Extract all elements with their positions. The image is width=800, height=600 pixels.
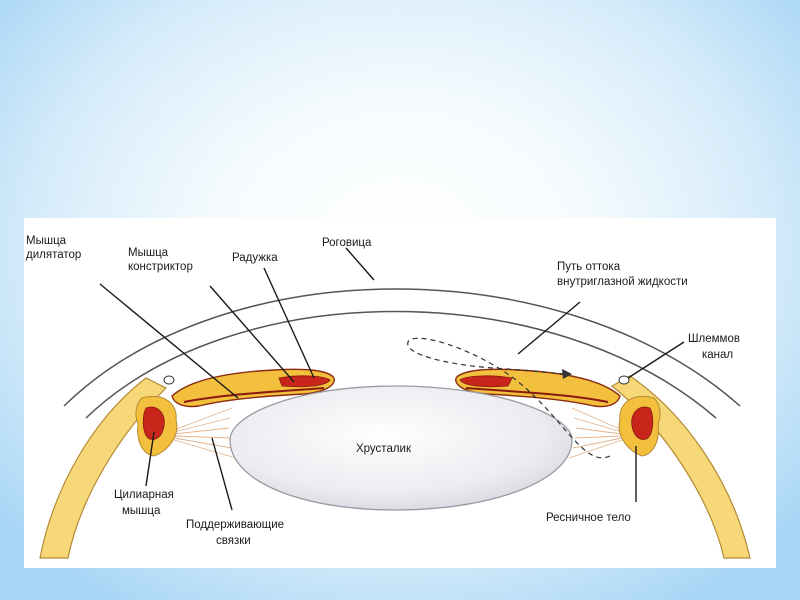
eye-diagram: Мышца дилятатор Мышца констриктор Радужк… <box>26 235 751 559</box>
outflow-arrowhead <box>562 369 572 379</box>
dilator-muscle-right <box>465 387 609 403</box>
cornea-outer <box>63 288 741 407</box>
schlemm-canal-left <box>163 375 175 385</box>
label-cornea: Роговица <box>322 237 372 249</box>
leader-zonules <box>211 437 233 511</box>
lens <box>229 385 573 511</box>
schlemm-canal-right <box>618 375 630 385</box>
leader-ciliary-muscle <box>145 431 155 487</box>
cornea-inner <box>85 310 717 419</box>
constrictor-muscle-right <box>459 375 513 388</box>
leader-constrictor <box>209 285 295 383</box>
label-zonules: Поддерживающие связки <box>186 519 287 547</box>
eye-diagram-panel: Мышца дилятатор Мышца констриктор Радужк… <box>24 218 776 568</box>
leader-iris <box>263 267 315 379</box>
leader-cornea <box>345 247 375 281</box>
sclera-right <box>610 375 751 559</box>
dilator-muscle-left <box>183 387 325 403</box>
label-iris: Радужка <box>232 252 278 264</box>
zonule-fibers <box>173 407 623 459</box>
leader-dilator <box>99 283 239 399</box>
sclera-left <box>39 377 168 559</box>
label-lens: Хрусталик <box>356 443 412 455</box>
label-schlemm: Шлеммов канал <box>688 333 743 361</box>
label-outflow: Путь оттока внутриглазной жидкости <box>557 261 688 288</box>
ciliary-muscle-right <box>631 406 654 440</box>
leader-outflow <box>517 301 581 355</box>
label-constrictor: Мышца констриктор <box>128 247 193 273</box>
outflow-path-arrow <box>407 337 611 459</box>
ciliary-muscle-left <box>142 406 165 440</box>
leader-schlemm <box>627 341 685 379</box>
label-ciliary-body: Ресничное тело <box>546 512 631 524</box>
label-ciliary-muscle: Цилиарная мышца <box>114 489 177 517</box>
label-dilator: Мышца дилятатор <box>26 235 81 261</box>
